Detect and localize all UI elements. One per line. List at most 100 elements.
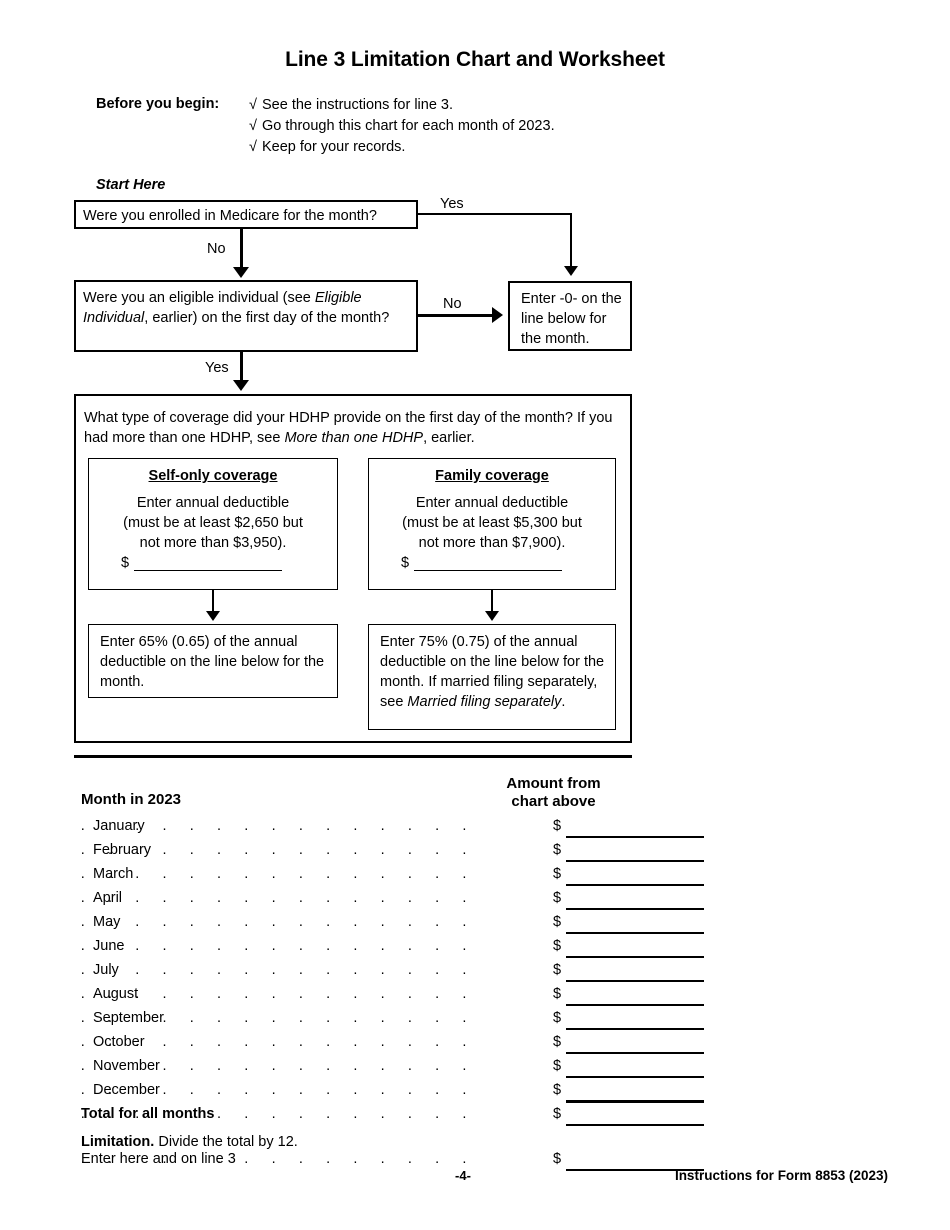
action-box-enter-zero: Enter -0- on the line below for the mont… <box>508 281 632 351</box>
amount-input[interactable] <box>566 932 704 934</box>
leader-dots: . . . . . . . . . . . . . . . . . . . . … <box>81 1010 476 1026</box>
amount-input[interactable] <box>566 980 704 982</box>
worksheet-row-november: . . . . . . . . . . . . . . . . . . . . … <box>81 1058 704 1082</box>
leader-dots: . . . . . . . . . . . . . . . . . . . . … <box>81 1082 476 1098</box>
self-only-heading: Self-only coverage <box>148 468 278 484</box>
amount-input[interactable] <box>566 908 704 910</box>
row-label: January <box>93 818 145 834</box>
edge-label-medicare-yes: Yes <box>438 196 466 212</box>
amount-input[interactable] <box>566 1028 704 1030</box>
arrow-medicare-yes <box>564 266 578 276</box>
connector-medicare-yes-vertical <box>570 213 572 268</box>
arrow-medicare-no <box>233 267 249 278</box>
row-label: December <box>93 1082 160 1098</box>
leader-dots: . . . . . . . . . . . . . . . . . . . . … <box>81 1106 476 1122</box>
before-item-1: √Go through this chart for each month of… <box>249 116 555 137</box>
worksheet-row-february: . . . . . . . . . . . . . . . . . . . . … <box>81 842 704 866</box>
worksheet-row-december: . . . . . . . . . . . . . . . . . . . . … <box>81 1082 704 1106</box>
leader-dots: . . . . . . . . . . . . . . . . . . . . … <box>81 986 476 1002</box>
dollar-sign: $ <box>553 1010 562 1026</box>
worksheet-rows: . . . . . . . . . . . . . . . . . . . . … <box>81 818 704 1175</box>
check-icon: √ <box>249 139 257 155</box>
dollar-sign: $ <box>553 962 562 978</box>
amount-input[interactable] <box>566 1124 704 1126</box>
worksheet-row-january: . . . . . . . . . . . . . . . . . . . . … <box>81 818 704 842</box>
dollar-sign: $ <box>553 890 562 906</box>
self-only-percent-text: Enter 65% (0.65) of the annual deductibl… <box>100 634 325 690</box>
row-label: Total for all months <box>81 1106 215 1122</box>
amount-input[interactable] <box>566 956 704 958</box>
amount-input[interactable] <box>566 860 704 862</box>
connector-eligible-no-horizontal <box>418 314 494 317</box>
worksheet-row-october: . . . . . . . . . . . . . . . . . . . . … <box>81 1034 704 1058</box>
row-label: April <box>93 890 123 906</box>
dollar-sign: $ <box>553 818 562 834</box>
amount-input[interactable] <box>566 884 704 886</box>
self-only-percent-box: Enter 65% (0.65) of the annual deductibl… <box>88 624 338 698</box>
coverage-question-text: What type of coverage did your HDHP prov… <box>84 410 613 446</box>
amount-input[interactable] <box>566 1076 704 1078</box>
leader-dots: . . . . . . . . . . . . . . . . . . . . … <box>81 842 476 858</box>
family-percent-text: Enter 75% (0.75) of the annual deductibl… <box>380 634 605 710</box>
arrow-family-to-percent <box>485 611 499 621</box>
worksheet-row-april: . . . . . . . . . . . . . . . . . . . . … <box>81 890 704 914</box>
connector-self-vertical <box>212 590 214 614</box>
footer-form-reference: Instructions for Form 8853 (2023) <box>674 1168 888 1183</box>
dollar-sign: $ <box>121 555 130 571</box>
page-number: -4- <box>455 1168 471 1183</box>
row-label: May <box>93 914 121 930</box>
dollar-sign: $ <box>553 1034 562 1050</box>
connector-eligible-yes-vertical <box>240 352 243 382</box>
dollar-sign: $ <box>553 986 562 1002</box>
edge-label-eligible-no: No <box>441 296 464 312</box>
section-divider <box>74 755 632 758</box>
question-eligible-text: Were you an eligible individual (see Eli… <box>83 290 390 326</box>
worksheet-row-total: . . . . . . . . . . . . . . . . . . . . … <box>81 1106 704 1130</box>
question-box-eligible-individual: Were you an eligible individual (see Eli… <box>74 280 418 352</box>
self-only-coverage-box: Self-only coverage Enter annual deductib… <box>88 458 338 590</box>
check-icon: √ <box>249 97 257 113</box>
worksheet-row-august: . . . . . . . . . . . . . . . . . . . . … <box>81 986 704 1010</box>
self-only-amount-input[interactable] <box>134 555 283 571</box>
family-amount-input[interactable] <box>414 555 563 571</box>
dollar-sign: $ <box>553 938 562 954</box>
family-heading: Family coverage <box>435 468 549 484</box>
amount-input[interactable] <box>566 1052 704 1054</box>
arrow-eligible-no <box>492 307 503 323</box>
page-title: Line 3 Limitation Chart and Worksheet <box>285 48 665 71</box>
self-only-instructions: Enter annual deductible (must be at leas… <box>123 495 303 551</box>
dollar-sign: $ <box>553 866 562 882</box>
row-label: June <box>93 938 125 954</box>
check-icon: √ <box>249 118 257 134</box>
worksheet-row-may: . . . . . . . . . . . . . . . . . . . . … <box>81 914 704 938</box>
before-you-begin-list: √See the instructions for line 3. √Go th… <box>249 95 555 158</box>
leader-dots: . . . . . . . . . . . . . . . . . . . . … <box>81 890 476 906</box>
before-item-2: √Keep for your records. <box>249 137 555 158</box>
amount-input[interactable] <box>566 1169 704 1171</box>
family-coverage-box: Family coverage Enter annual deductible … <box>368 458 616 590</box>
leader-dots: . . . . . . . . . . . . . . . . . . . . … <box>81 1034 476 1050</box>
leader-dots: . . . . . . . . . . . . . . . . . . . . … <box>81 818 476 834</box>
connector-medicare-yes-horizontal <box>418 213 572 215</box>
amount-input[interactable] <box>566 1100 704 1103</box>
worksheet-row-july: . . . . . . . . . . . . . . . . . . . . … <box>81 962 704 986</box>
amount-input[interactable] <box>566 836 704 838</box>
leader-dots: . . . . . . . . . . . . . . . . . . . . … <box>81 962 476 978</box>
worksheet-row-september: . . . . . . . . . . . . . . . . . . . . … <box>81 1010 704 1034</box>
leader-dots: . . . . . . . . . . . . . . . . . . . . … <box>81 938 476 954</box>
dollar-sign: $ <box>401 555 410 571</box>
leader-dots: . . . . . . . . . . . . . . . . . . . . … <box>81 1058 476 1074</box>
worksheet-month-header: Month in 2023 <box>81 791 182 808</box>
edge-label-medicare-no: No <box>205 241 228 257</box>
question-box-medicare: Were you enrolled in Medicare for the mo… <box>74 200 418 229</box>
amount-input[interactable] <box>566 1004 704 1006</box>
limitation-note: Limitation. Divide the total by 12. <box>81 1134 298 1150</box>
dollar-sign: $ <box>553 1151 562 1167</box>
worksheet-row-june: . . . . . . . . . . . . . . . . . . . . … <box>81 938 704 962</box>
dollar-sign: $ <box>553 1106 562 1122</box>
start-here-label: Start Here <box>96 177 166 193</box>
family-instructions: Enter annual deductible (must be at leas… <box>402 495 582 551</box>
edge-label-eligible-yes: Yes <box>203 360 231 376</box>
connector-family-vertical <box>491 590 493 614</box>
